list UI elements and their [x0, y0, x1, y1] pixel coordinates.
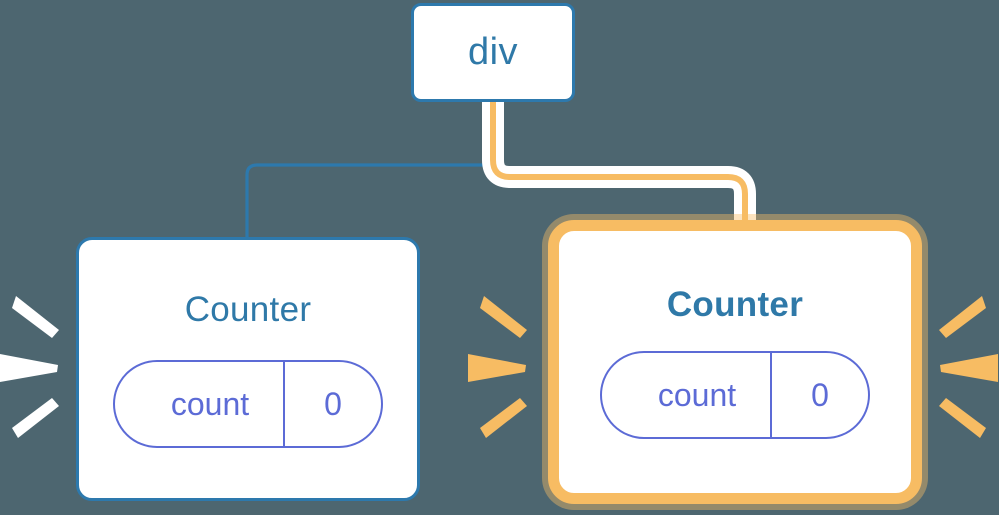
- counter-left-state-key: count: [170, 385, 250, 422]
- sparkle-burst-left-icon: [0, 282, 60, 452]
- counter-right-title: Counter: [666, 285, 804, 324]
- counter-right-body: Counter count 0: [559, 231, 911, 493]
- sparkle-burst-middle-icon: [468, 282, 528, 452]
- node-counter-right[interactable]: Counter count 0: [548, 220, 922, 504]
- counter-left-title: Counter: [184, 290, 312, 329]
- counter-left-state-pill[interactable]: count 0: [113, 360, 383, 448]
- node-div[interactable]: div: [411, 3, 575, 102]
- edge-div-to-counter-left: [245, 98, 495, 242]
- node-div-label: div: [467, 31, 519, 73]
- node-counter-left[interactable]: Counter count 0: [76, 237, 420, 501]
- counter-right-state-key: count: [657, 376, 737, 413]
- counter-right-state-pill[interactable]: count 0: [600, 351, 870, 439]
- counter-right-state-value: 0: [770, 353, 868, 437]
- sparkle-burst-right-icon: [938, 282, 998, 452]
- edge-div-to-counter-right-halo: [482, 89, 756, 251]
- counter-left-body: Counter count 0: [79, 240, 417, 498]
- counter-left-state-value: 0: [283, 362, 381, 446]
- edge-div-to-counter-right: [490, 97, 748, 243]
